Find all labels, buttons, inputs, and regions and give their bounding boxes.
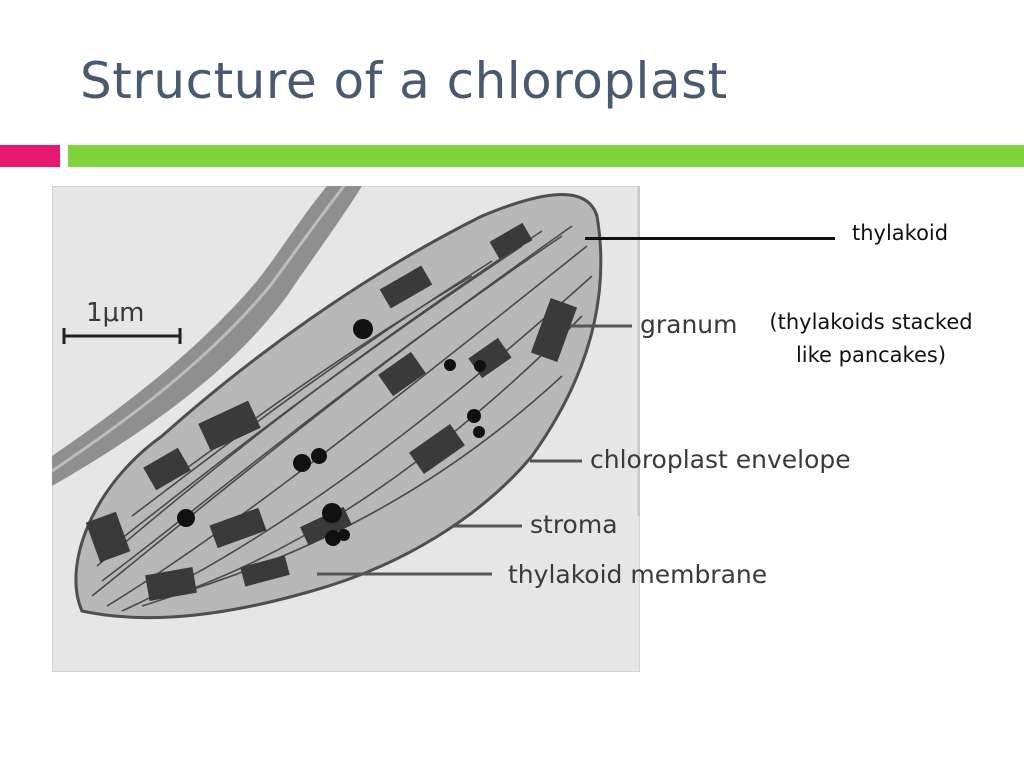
annotation-stacked-note: (thylakoids stacked like pancakes) — [758, 306, 984, 372]
scale-bar-label: 1μm — [86, 298, 145, 328]
cell-wall-highlight — [52, 186, 346, 473]
annotation-note-line2: like pancakes) — [795, 343, 947, 367]
chloroplast-micrograph: 1μm — [52, 186, 640, 672]
label-chloroplast-envelope: chloroplast envelope — [590, 445, 851, 474]
accent-bar-green — [68, 145, 1024, 167]
plastoglobuli — [177, 319, 486, 546]
thylakoid-leader-line — [585, 237, 835, 240]
figure-pointer-lines — [317, 324, 632, 576]
slide-title: Structure of a chloroplast — [80, 52, 728, 110]
scale-bar — [62, 328, 182, 344]
annotation-note-line1: (thylakoids stacked — [769, 310, 973, 334]
label-stroma: stroma — [530, 510, 618, 539]
annotation-thylakoid: thylakoid — [852, 221, 949, 245]
label-granum: granum — [640, 310, 738, 339]
accent-bar-pink — [0, 145, 60, 167]
label-thylakoid-membrane: thylakoid membrane — [508, 560, 768, 589]
micrograph-drawing — [52, 186, 640, 672]
cell-wall — [52, 186, 362, 486]
